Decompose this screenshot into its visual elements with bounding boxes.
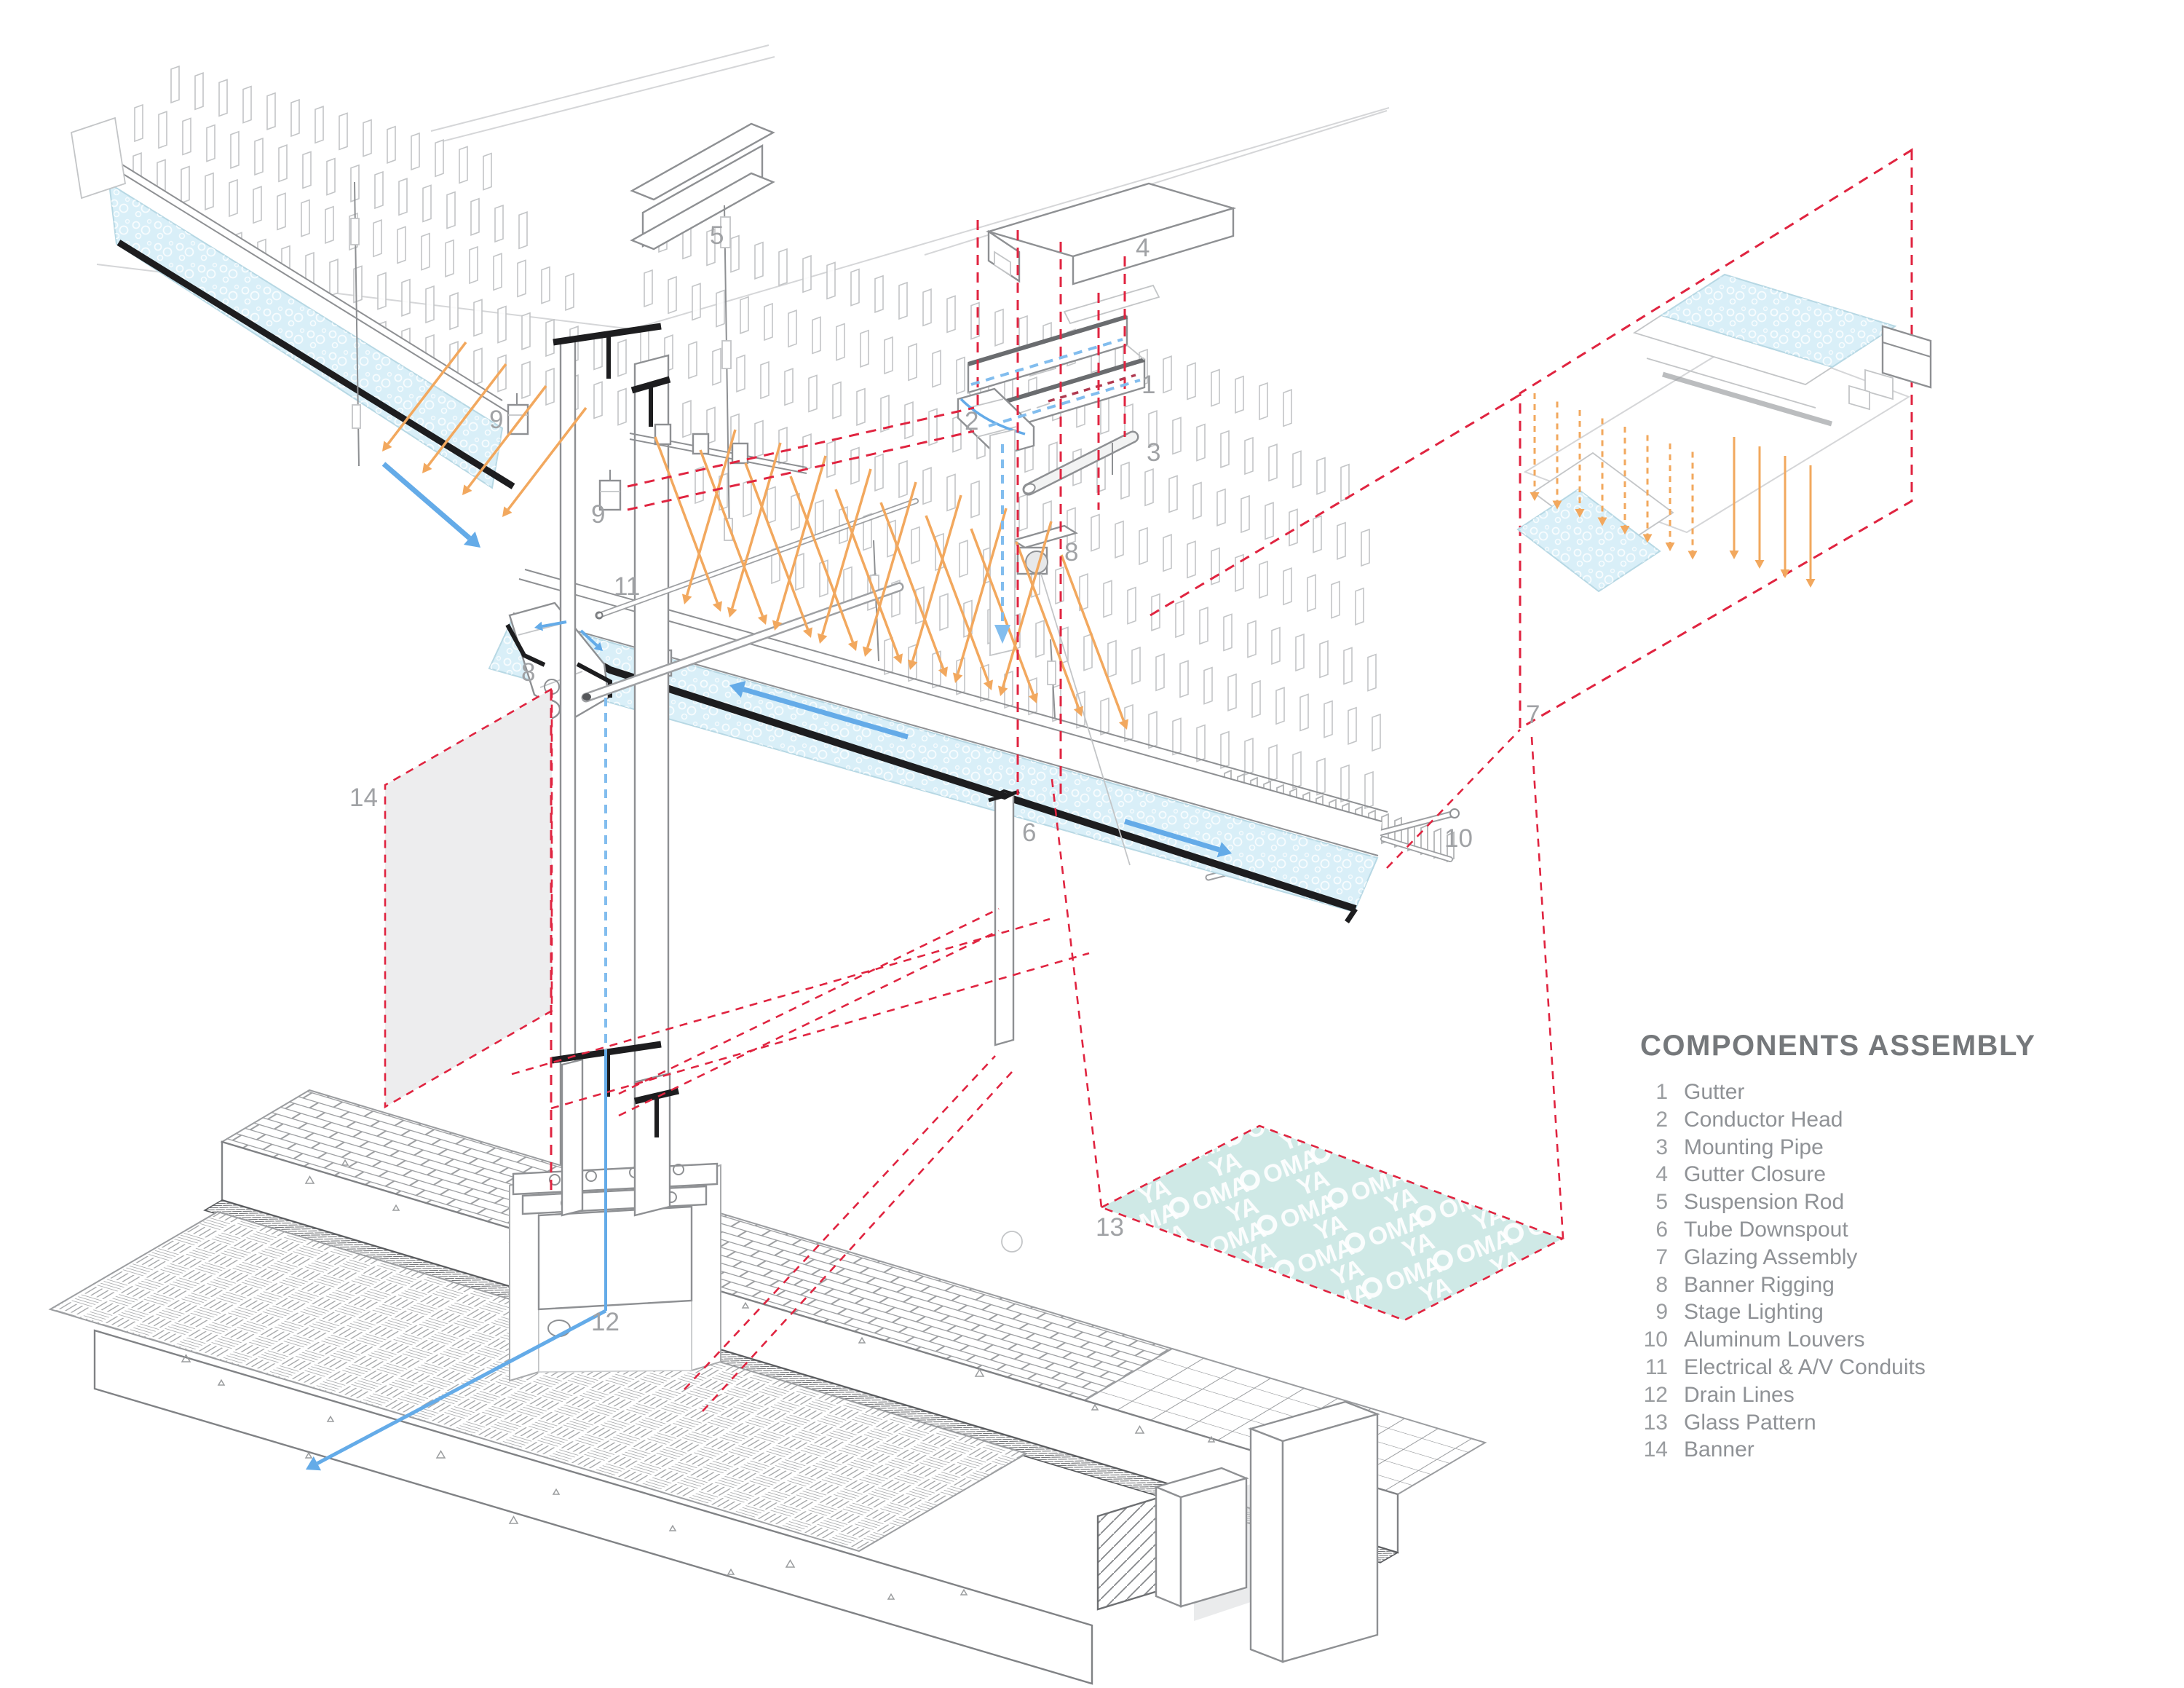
legend-item: 8 Banner Rigging xyxy=(1640,1271,2035,1299)
aggregate-marks xyxy=(181,1159,1320,1600)
drain-lines xyxy=(604,338,1141,1311)
legend-item-label: Aluminum Louvers xyxy=(1684,1328,1865,1352)
legend-item-label: Mounting Pipe xyxy=(1684,1135,1824,1159)
callout-14: 14 xyxy=(349,784,378,812)
legend-item-number: 10 xyxy=(1643,1328,1668,1352)
spotlight-icon xyxy=(507,403,529,435)
legend-item-number: 7 xyxy=(1655,1245,1668,1269)
inset-outline xyxy=(1519,148,1913,730)
aluminum-louver-fins xyxy=(108,65,1460,881)
electrical-av-conduits xyxy=(581,498,919,703)
legend-item-number: 2 xyxy=(1655,1107,1668,1132)
legend-item-number: 11 xyxy=(1645,1354,1668,1379)
callout-5: 5 xyxy=(710,221,724,250)
legend-item: 10 Aluminum Louvers xyxy=(1640,1326,2035,1354)
legend-item-label: Gutter Closure xyxy=(1684,1162,1827,1187)
ground-assembly xyxy=(48,1041,1487,1685)
legend-item-number: 14 xyxy=(1643,1437,1668,1462)
legend-item-number: 1 xyxy=(1655,1080,1668,1104)
callout-13: 13 xyxy=(1096,1213,1124,1242)
callout-1: 1 xyxy=(1142,371,1155,399)
legend-item-label: Stage Lighting xyxy=(1684,1300,1824,1325)
left-glass-channel xyxy=(109,157,502,428)
legend-item-label: Conductor Head xyxy=(1684,1107,1843,1132)
legend-item: 4 Gutter Closure xyxy=(1640,1161,2035,1188)
callout-4: 4 xyxy=(1136,234,1150,262)
callout-6: 6 xyxy=(1022,819,1036,847)
legend-item-number: 6 xyxy=(1655,1217,1668,1242)
callout-12: 12 xyxy=(591,1308,620,1336)
i-beam xyxy=(630,122,775,201)
callout-7: 7 xyxy=(1526,701,1540,729)
legend-item-label: Banner Rigging xyxy=(1684,1272,1835,1297)
legend-item-label: Drain Lines xyxy=(1684,1382,1795,1407)
callout-2: 2 xyxy=(965,407,978,435)
callout-9: 9 xyxy=(489,406,503,434)
legend-item: 12 Drain Lines xyxy=(1640,1381,2035,1409)
legend: COMPONENTS ASSEMBLY 1 Gutter 2 Conductor He… xyxy=(1640,1030,2035,1464)
legend-item-number: 8 xyxy=(1655,1272,1668,1297)
legend-items: 1 Gutter 2 Conductor Head 3 Mounting Pipe 4 Gut… xyxy=(1640,1078,2035,1464)
water-flow-arrows xyxy=(306,462,1232,1471)
legend-item-number: 4 xyxy=(1655,1162,1668,1187)
suspension-rods xyxy=(350,122,1056,719)
legend-item-label: Tube Downspout xyxy=(1684,1217,1848,1242)
legend-item-label: Electrical & A/V Conduits xyxy=(1684,1354,1926,1379)
legend-item-number: 9 xyxy=(1655,1300,1668,1325)
subbase-hatch xyxy=(50,1212,1026,1551)
glass-pattern-panel xyxy=(1099,1124,1565,1322)
stage-lighting-fixtures xyxy=(507,393,807,511)
legend-item: 3 Mounting Pipe xyxy=(1640,1134,2035,1162)
white-piers xyxy=(1153,1400,1380,1663)
legend-item: 13 Glass Pattern xyxy=(1640,1409,2035,1437)
legend-item-number: 13 xyxy=(1643,1410,1668,1435)
legend-item-label: Glass Pattern xyxy=(1684,1410,1816,1435)
legend-item: 5 Suspension Rod xyxy=(1640,1188,2035,1216)
legend-item: 14 Banner xyxy=(1640,1436,2035,1464)
projection-lines-red xyxy=(511,220,1564,1412)
legend-item-label: Glazing Assembly xyxy=(1684,1245,1858,1269)
callout-3: 3 xyxy=(1147,438,1160,467)
legend-item: 11 Electrical & A/V Conduits xyxy=(1640,1354,2035,1381)
legend-item-label: Gutter xyxy=(1684,1080,1745,1104)
setting-bed xyxy=(203,1199,1399,1563)
junction-conductor-head xyxy=(505,602,612,720)
callout-8: 8 xyxy=(521,658,535,687)
sunlight-arrows xyxy=(382,341,1128,730)
spotlight-icon xyxy=(598,479,622,511)
callout-8: 8 xyxy=(1064,538,1078,567)
legend-item-number: 5 xyxy=(1655,1190,1668,1215)
glazing-assembly-inset xyxy=(1516,148,1932,730)
legend-item-number: 3 xyxy=(1655,1135,1668,1159)
legend-title: COMPONENTS ASSEMBLY xyxy=(1640,1030,2036,1062)
callout-9: 9 xyxy=(591,500,605,529)
legend-item-label: Banner xyxy=(1684,1437,1754,1462)
legend-item: 7 Glazing Assembly xyxy=(1640,1244,2035,1271)
concrete-face-lower xyxy=(93,1329,1093,1685)
callout-11: 11 xyxy=(614,572,640,601)
legend-item-label: Suspension Rod xyxy=(1684,1190,1845,1215)
exploded-gutter-assembly xyxy=(957,182,1237,657)
legend-item-number: 12 xyxy=(1643,1382,1668,1407)
legend-item: 6 Tube Downspout xyxy=(1640,1216,2035,1244)
column-foundation xyxy=(509,1162,721,1382)
callout-10: 10 xyxy=(1444,824,1473,853)
hatched-block xyxy=(1096,1494,1166,1611)
tube-downspout xyxy=(988,789,1020,1046)
banner xyxy=(384,687,553,1109)
legend-item: 2 Conductor Head xyxy=(1640,1106,2035,1134)
steel-column xyxy=(553,323,671,1174)
legend-item: 1 Gutter xyxy=(1640,1078,2035,1106)
water-flow-arrows xyxy=(1530,393,1816,588)
legend-item: 9 Stage Lighting xyxy=(1640,1298,2035,1326)
